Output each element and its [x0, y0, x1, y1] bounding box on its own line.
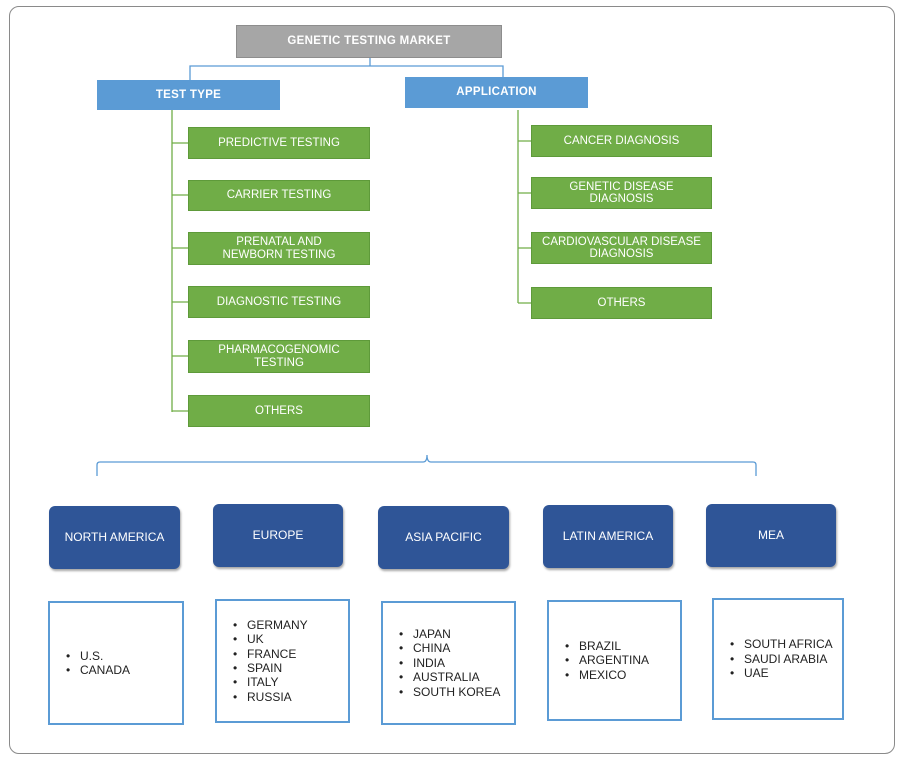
region-north-america: NORTH AMERICA	[49, 506, 180, 569]
test-type-item: PRENATAL AND NEWBORN TESTING	[188, 232, 370, 265]
test-type-item: PHARMACOGENOMIC TESTING	[188, 340, 370, 373]
diagram-frame	[9, 6, 895, 754]
region-europe: EUROPE	[213, 504, 343, 567]
country-item: SOUTH KOREA	[399, 685, 500, 700]
countries-asia-pacific: JAPAN CHINA INDIA AUSTRALIA SOUTH KOREA	[381, 601, 516, 725]
country-item: FRANCE	[233, 647, 308, 662]
countries-europe: GERMANY UK FRANCE SPAIN ITALY RUSSIA	[215, 599, 350, 723]
region-latin-america: LATIN AMERICA	[543, 505, 673, 568]
test-type-item: PREDICTIVE TESTING	[188, 127, 370, 159]
region-label: NORTH AMERICA	[64, 530, 165, 545]
country-item: SOUTH AFRICA	[730, 637, 833, 652]
root-node: GENETIC TESTING MARKET	[236, 25, 502, 58]
country-item: INDIA	[399, 656, 500, 671]
application-node: APPLICATION	[405, 77, 588, 108]
region-label: MEA	[757, 528, 784, 543]
test-type-item: DIAGNOSTIC TESTING	[188, 286, 370, 318]
countries-latin-america: BRAZIL ARGENTINA MEXICO	[547, 600, 682, 721]
country-item: MEXICO	[565, 668, 649, 683]
country-item: GERMANY	[233, 618, 308, 633]
test-type-branches	[172, 142, 188, 412]
application-item: GENETIC DISEASE DIAGNOSIS	[531, 177, 712, 209]
test-type-node: TEST TYPE	[97, 80, 280, 110]
country-item: UK	[233, 632, 308, 647]
application-item-label: CARDIOVASCULAR DISEASE DIAGNOSIS	[542, 235, 701, 260]
root-connector	[189, 58, 504, 80]
application-item-label: OTHERS	[597, 296, 646, 309]
country-item: U.S.	[66, 649, 130, 664]
country-item: RUSSIA	[233, 690, 308, 705]
application-item-label: GENETIC DISEASE DIAGNOSIS	[569, 180, 674, 205]
country-item: UAE	[730, 666, 833, 681]
country-list: GERMANY UK FRANCE SPAIN ITALY RUSSIA	[217, 618, 308, 705]
region-label: ASIA PACIFIC	[405, 530, 482, 545]
country-item: ITALY	[233, 675, 308, 690]
country-item: SAUDI ARABIA	[730, 652, 833, 667]
country-item: ARGENTINA	[565, 653, 649, 668]
test-type-item-label: PHARMACOGENOMIC TESTING	[218, 344, 340, 369]
test-type-item-label: PREDICTIVE TESTING	[218, 136, 340, 149]
region-asia-pacific: ASIA PACIFIC	[378, 506, 509, 569]
test-type-item: CARRIER TESTING	[188, 180, 370, 211]
application-item: CANCER DIAGNOSIS	[531, 125, 712, 157]
application-branches	[518, 140, 531, 304]
country-list: U.S. CANADA	[50, 649, 130, 678]
country-item: CHINA	[399, 641, 500, 656]
region-label: EUROPE	[252, 528, 304, 543]
country-list: SOUTH AFRICA SAUDI ARABIA UAE	[714, 637, 833, 681]
region-brace	[96, 454, 757, 476]
countries-north-america: U.S. CANADA	[48, 601, 184, 725]
country-list: BRAZIL ARGENTINA MEXICO	[549, 639, 649, 683]
test-type-item: OTHERS	[188, 395, 370, 427]
test-type-item-label: DIAGNOSTIC TESTING	[216, 295, 342, 308]
application-item: OTHERS	[531, 287, 712, 319]
test-type-item-label: PRENATAL AND NEWBORN TESTING	[222, 236, 336, 261]
application-label: APPLICATION	[456, 86, 537, 99]
country-item: AUSTRALIA	[399, 670, 500, 685]
region-mea: MEA	[706, 504, 836, 567]
country-item: BRAZIL	[565, 639, 649, 654]
application-item-label: CANCER DIAGNOSIS	[563, 134, 680, 147]
application-item: CARDIOVASCULAR DISEASE DIAGNOSIS	[531, 232, 712, 264]
test-type-label: TEST TYPE	[155, 88, 222, 101]
country-list: JAPAN CHINA INDIA AUSTRALIA SOUTH KOREA	[383, 627, 500, 699]
country-item: CANADA	[66, 663, 130, 678]
test-type-item-label: OTHERS	[255, 404, 303, 417]
countries-mea: SOUTH AFRICA SAUDI ARABIA UAE	[712, 598, 844, 720]
region-label: LATIN AMERICA	[562, 529, 654, 544]
country-item: SPAIN	[233, 661, 308, 676]
country-item: JAPAN	[399, 627, 500, 642]
root-label: GENETIC TESTING MARKET	[287, 35, 451, 48]
test-type-item-label: CARRIER TESTING	[226, 189, 332, 202]
